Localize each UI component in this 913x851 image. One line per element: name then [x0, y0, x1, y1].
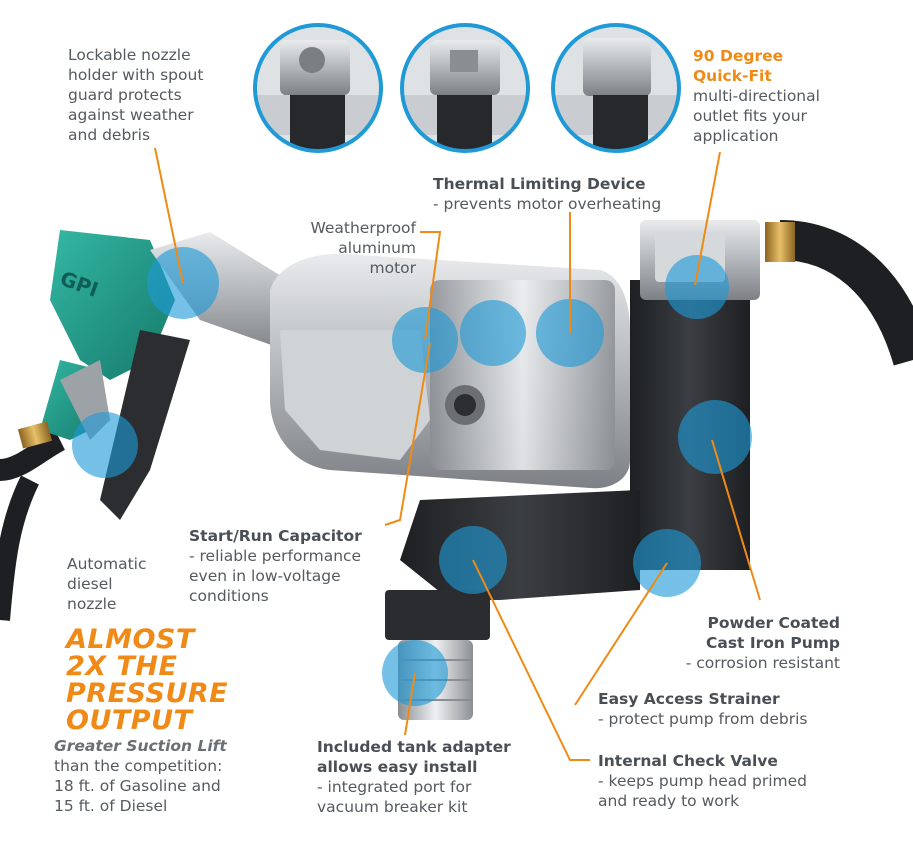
motor-label: Weatherproof aluminum motor [310, 219, 416, 277]
check-valve-label: Internal Check Valve - keeps pump head p… [598, 752, 808, 810]
thermal-limiting-label: Thermal Limiting Device - prevents motor… [433, 175, 662, 213]
right-hose [779, 220, 913, 366]
leader-lines [154, 147, 761, 761]
strainer-label: Easy Access Strainer - protect pump from… [598, 690, 808, 728]
nozzle-holder-label: Lockable nozzle holder with spout guard … [68, 46, 204, 144]
capacitor-label: Start/Run Capacitor - reliable performan… [189, 527, 362, 605]
pressure-headline: ALMOST 2X THE PRESSURE OUTPUT [66, 624, 229, 736]
hotspot-thermal-1 [460, 300, 526, 366]
suction-lift-label: Greater Suction Lift than the competitio… [54, 737, 227, 815]
motor [270, 253, 630, 489]
tank-adapter-label: Included tank adapter allows easy instal… [317, 738, 511, 816]
nozzle-label: Automatic diesel nozzle [67, 555, 147, 613]
outlet-detail-circle-1 [253, 23, 383, 153]
outlet-detail-circle-2 [400, 23, 530, 153]
quick-fit-label: 90 Degree Quick-Fit multi-directional ou… [693, 47, 820, 145]
hotspot-quick-fit [665, 255, 729, 319]
pump-head [385, 220, 760, 720]
left-hose [0, 430, 66, 481]
powder-coated-label: Powder Coated Cast Iron Pump - corrosion… [685, 614, 840, 672]
hotspot-powder-coated [678, 400, 752, 474]
hotspot-nozzle [72, 412, 138, 478]
outlet-detail-circle-3 [551, 23, 681, 153]
